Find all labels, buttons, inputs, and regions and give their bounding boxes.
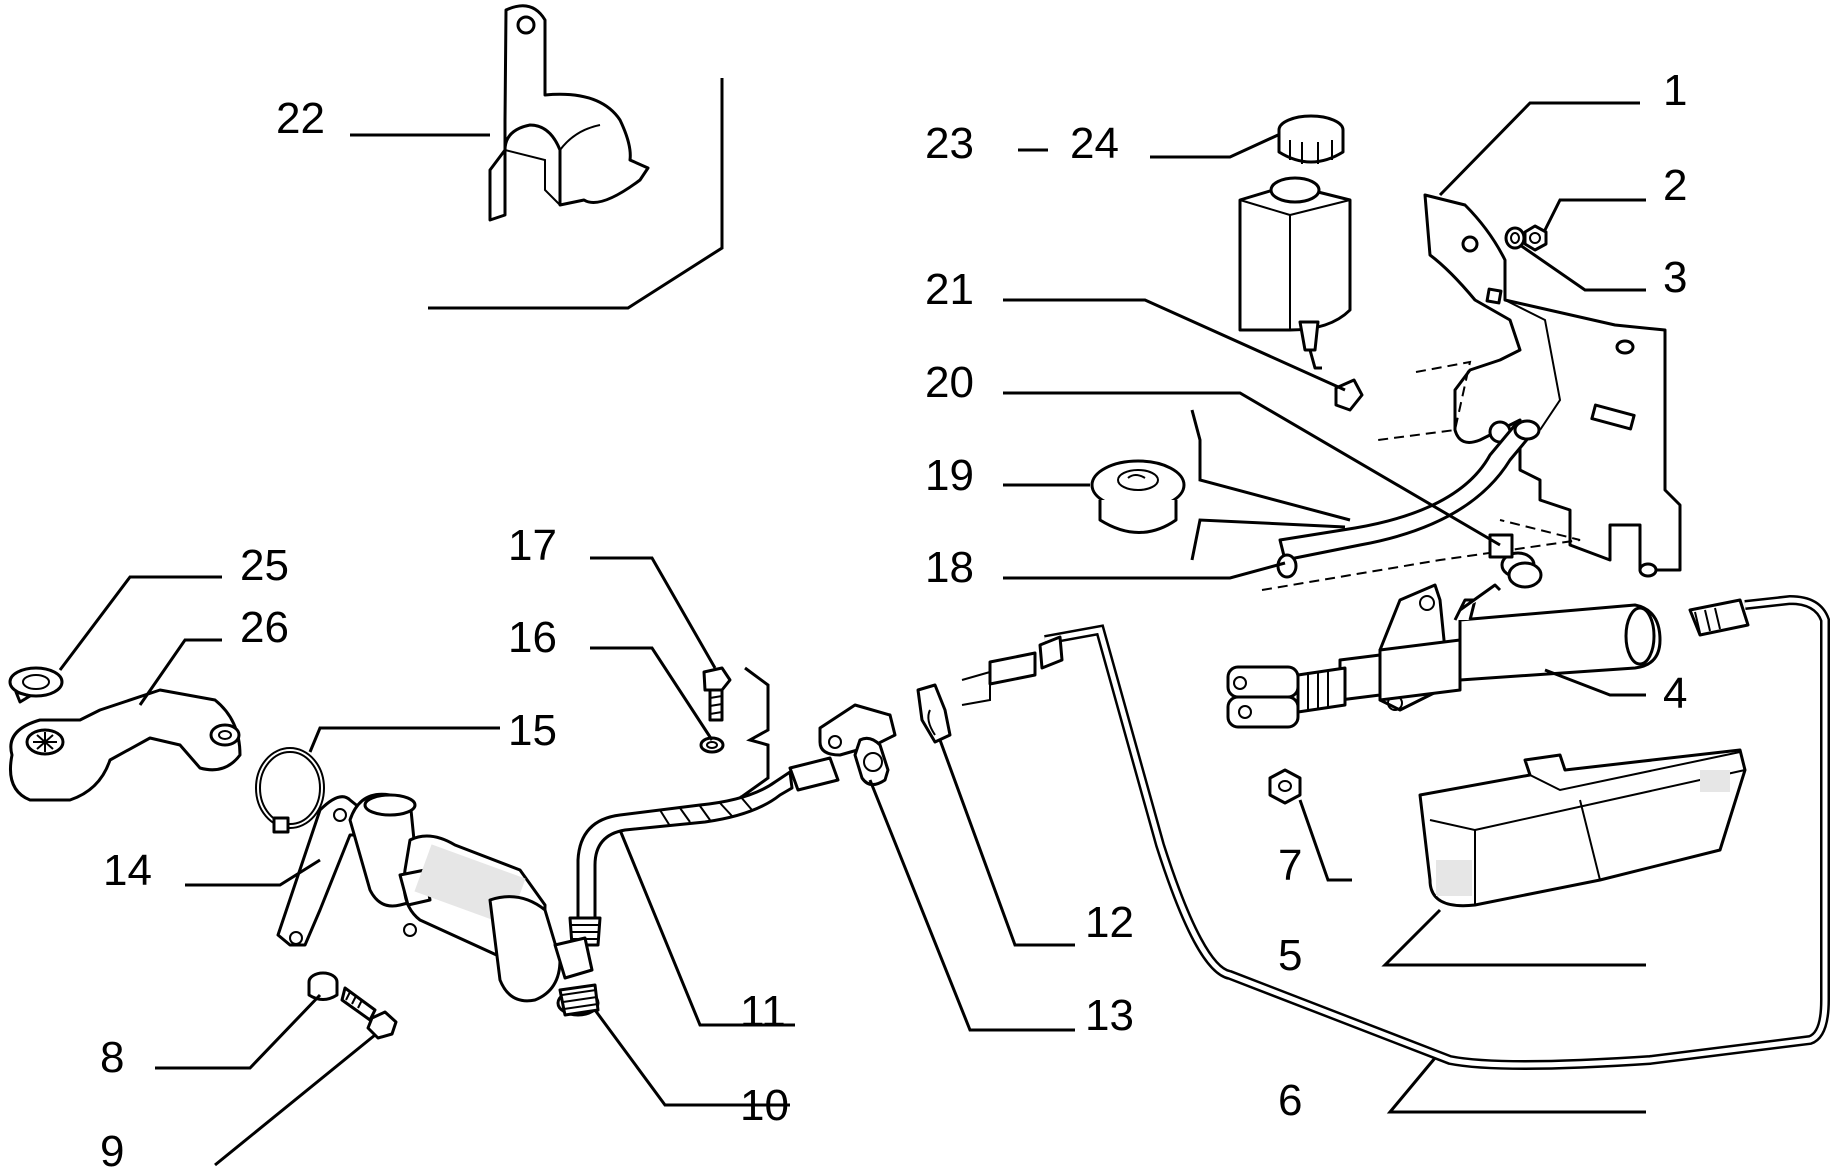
leader-20 bbox=[1003, 391, 1501, 547]
part-11-flexible-hose bbox=[568, 756, 840, 947]
part-8-nut bbox=[307, 971, 339, 1001]
callout-8: 8 bbox=[100, 1033, 124, 1082]
part-22-pipe-clamp bbox=[488, 4, 650, 222]
part-2-nut bbox=[1523, 224, 1548, 252]
callout-13: 13 bbox=[1085, 991, 1134, 1040]
leader-4 bbox=[1544, 668, 1646, 697]
leader-7 bbox=[1298, 799, 1352, 882]
part-17-bolt bbox=[702, 666, 732, 722]
callout-20: 20 bbox=[925, 358, 974, 407]
part-13-16-17-group-bracket bbox=[739, 666, 770, 800]
leader-18 bbox=[1003, 561, 1286, 580]
part-23-reservoir bbox=[1238, 176, 1352, 370]
callout-5: 5 bbox=[1278, 931, 1302, 980]
part-25-snap-ring bbox=[8, 666, 64, 704]
callout-23: 23 bbox=[925, 119, 974, 168]
callout-2: 2 bbox=[1663, 161, 1687, 210]
leader-1 bbox=[1438, 101, 1640, 197]
leader-lines bbox=[58, 101, 1646, 1167]
leader-8 bbox=[155, 993, 322, 1070]
leader-10 bbox=[593, 1009, 790, 1107]
callout-1: 1 bbox=[1663, 66, 1687, 115]
callout-21: 21 bbox=[925, 265, 974, 314]
leader-13 bbox=[868, 779, 1075, 1032]
leader-17 bbox=[590, 556, 717, 669]
callout-16: 16 bbox=[508, 613, 557, 662]
leader-6 bbox=[1386, 1057, 1646, 1114]
part-7-nut bbox=[1268, 768, 1302, 805]
leader-21 bbox=[1003, 298, 1346, 392]
leader-12 bbox=[938, 739, 1075, 947]
callout-3: 3 bbox=[1663, 253, 1687, 302]
part-6-pipe bbox=[961, 594, 1830, 1070]
leader-24 bbox=[1150, 133, 1279, 159]
part-13-hose-clamp bbox=[818, 703, 897, 786]
leader-11 bbox=[618, 829, 795, 1027]
part-16-washer bbox=[699, 736, 725, 754]
callout-24: 24 bbox=[1070, 119, 1119, 168]
leader-14 bbox=[185, 858, 321, 887]
callout-22: 22 bbox=[276, 94, 325, 143]
leader-15 bbox=[308, 726, 500, 753]
callout-labels: 1 2 3 4 5 6 7 8 9 10 11 12 13 14 15 16 1… bbox=[100, 66, 1687, 1171]
part-22-boundary bbox=[428, 78, 724, 310]
leader-5 bbox=[1381, 908, 1646, 967]
leader-2 bbox=[1543, 198, 1646, 231]
callout-12: 12 bbox=[1085, 898, 1134, 947]
part-12-pipe-clip bbox=[916, 683, 952, 744]
callout-4: 4 bbox=[1663, 669, 1687, 718]
leader-16 bbox=[590, 646, 714, 741]
part-24-reservoir-cap bbox=[1277, 114, 1345, 164]
part-18-group-bracket bbox=[1190, 409, 1351, 561]
callout-6: 6 bbox=[1278, 1076, 1302, 1125]
callout-17: 17 bbox=[508, 521, 557, 570]
callout-7: 7 bbox=[1278, 841, 1302, 890]
part-3-washer bbox=[1504, 226, 1526, 250]
callout-19: 19 bbox=[925, 451, 974, 500]
callout-10: 10 bbox=[740, 1081, 789, 1130]
part-19-plug bbox=[1090, 459, 1186, 534]
part-9-bolt bbox=[340, 986, 398, 1040]
callout-15: 15 bbox=[508, 706, 557, 755]
part-14-slave-cylinder bbox=[276, 792, 600, 1017]
leader-25 bbox=[58, 575, 222, 671]
callout-9: 9 bbox=[100, 1127, 124, 1171]
callout-14: 14 bbox=[103, 846, 152, 895]
part-1-bracket bbox=[1423, 193, 1682, 578]
part-26-release-lever bbox=[9, 688, 242, 802]
leader-9 bbox=[214, 1033, 376, 1167]
part-5-cover bbox=[1418, 748, 1747, 908]
callout-18: 18 bbox=[925, 543, 974, 592]
part-15-circlip bbox=[255, 747, 325, 834]
callout-11: 11 bbox=[740, 987, 786, 1036]
part-20-hose-clip bbox=[1488, 533, 1543, 589]
leader-26 bbox=[138, 638, 222, 706]
part-21-grommet bbox=[1334, 378, 1364, 412]
reference-outline bbox=[1377, 360, 1472, 441]
leader-3 bbox=[1519, 243, 1646, 292]
part-4-master-cylinder bbox=[1226, 583, 1662, 729]
part-18-hose bbox=[1276, 419, 1541, 579]
callout-26: 26 bbox=[240, 603, 289, 652]
callout-25: 25 bbox=[240, 541, 289, 590]
